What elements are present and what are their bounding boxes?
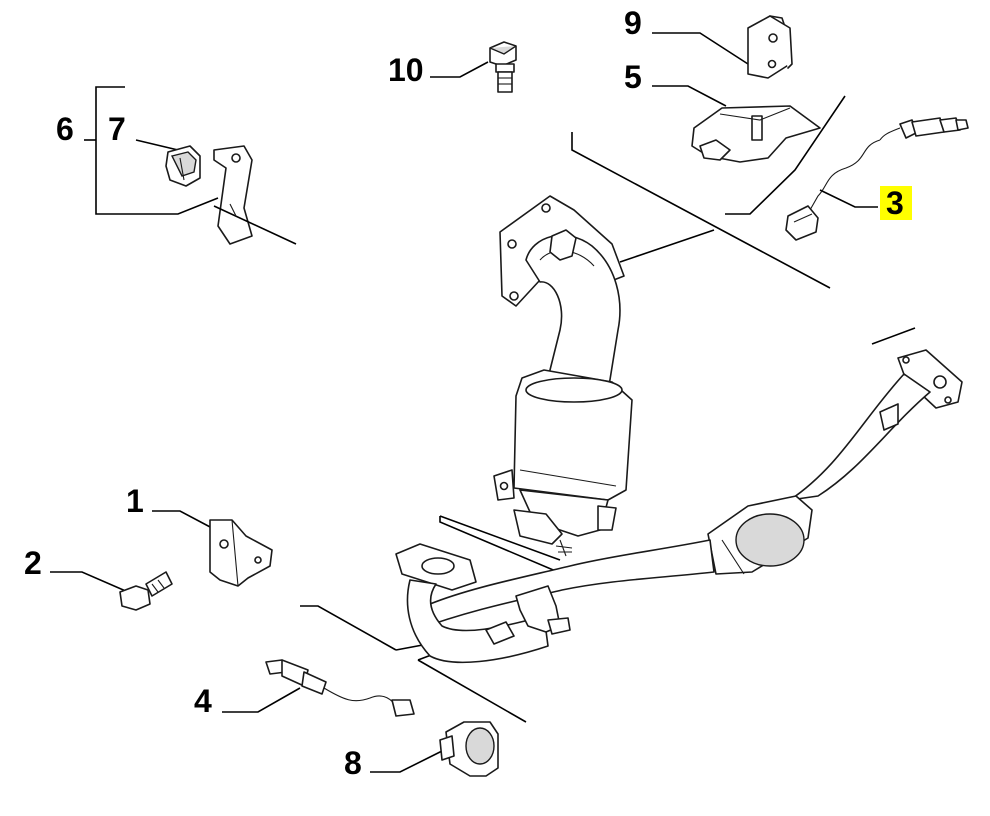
label-10: 10 <box>388 52 424 88</box>
oxygen-sensor-part-4 <box>265 659 415 717</box>
label-7: 7 <box>108 111 126 147</box>
bracket-part-6 <box>213 145 297 245</box>
exhaust-downpipe <box>395 349 963 664</box>
label-1: 1 <box>126 483 144 519</box>
label-5: 5 <box>624 59 642 95</box>
label-3: 3 <box>886 185 904 221</box>
oxygen-sensor-part-3 <box>785 117 969 241</box>
bolt-part-2 <box>119 571 173 611</box>
highlight-3 <box>880 186 912 220</box>
bracket-part-1 <box>209 519 273 587</box>
clip-part-7 <box>165 145 201 187</box>
label-4: 4 <box>194 683 212 719</box>
bracket-part-9 <box>747 15 793 79</box>
label-2: 2 <box>24 545 42 581</box>
bolt-part-10 <box>489 41 517 93</box>
catalytic-converter-manifold <box>493 195 633 557</box>
clamp-part-8 <box>439 721 499 777</box>
label-9: 9 <box>624 5 642 41</box>
part-labels: 9 10 5 6 7 3 1 2 4 8 <box>24 5 912 781</box>
label-8: 8 <box>344 745 362 781</box>
label-6: 6 <box>56 111 74 147</box>
bracket-part-5 <box>691 105 821 163</box>
